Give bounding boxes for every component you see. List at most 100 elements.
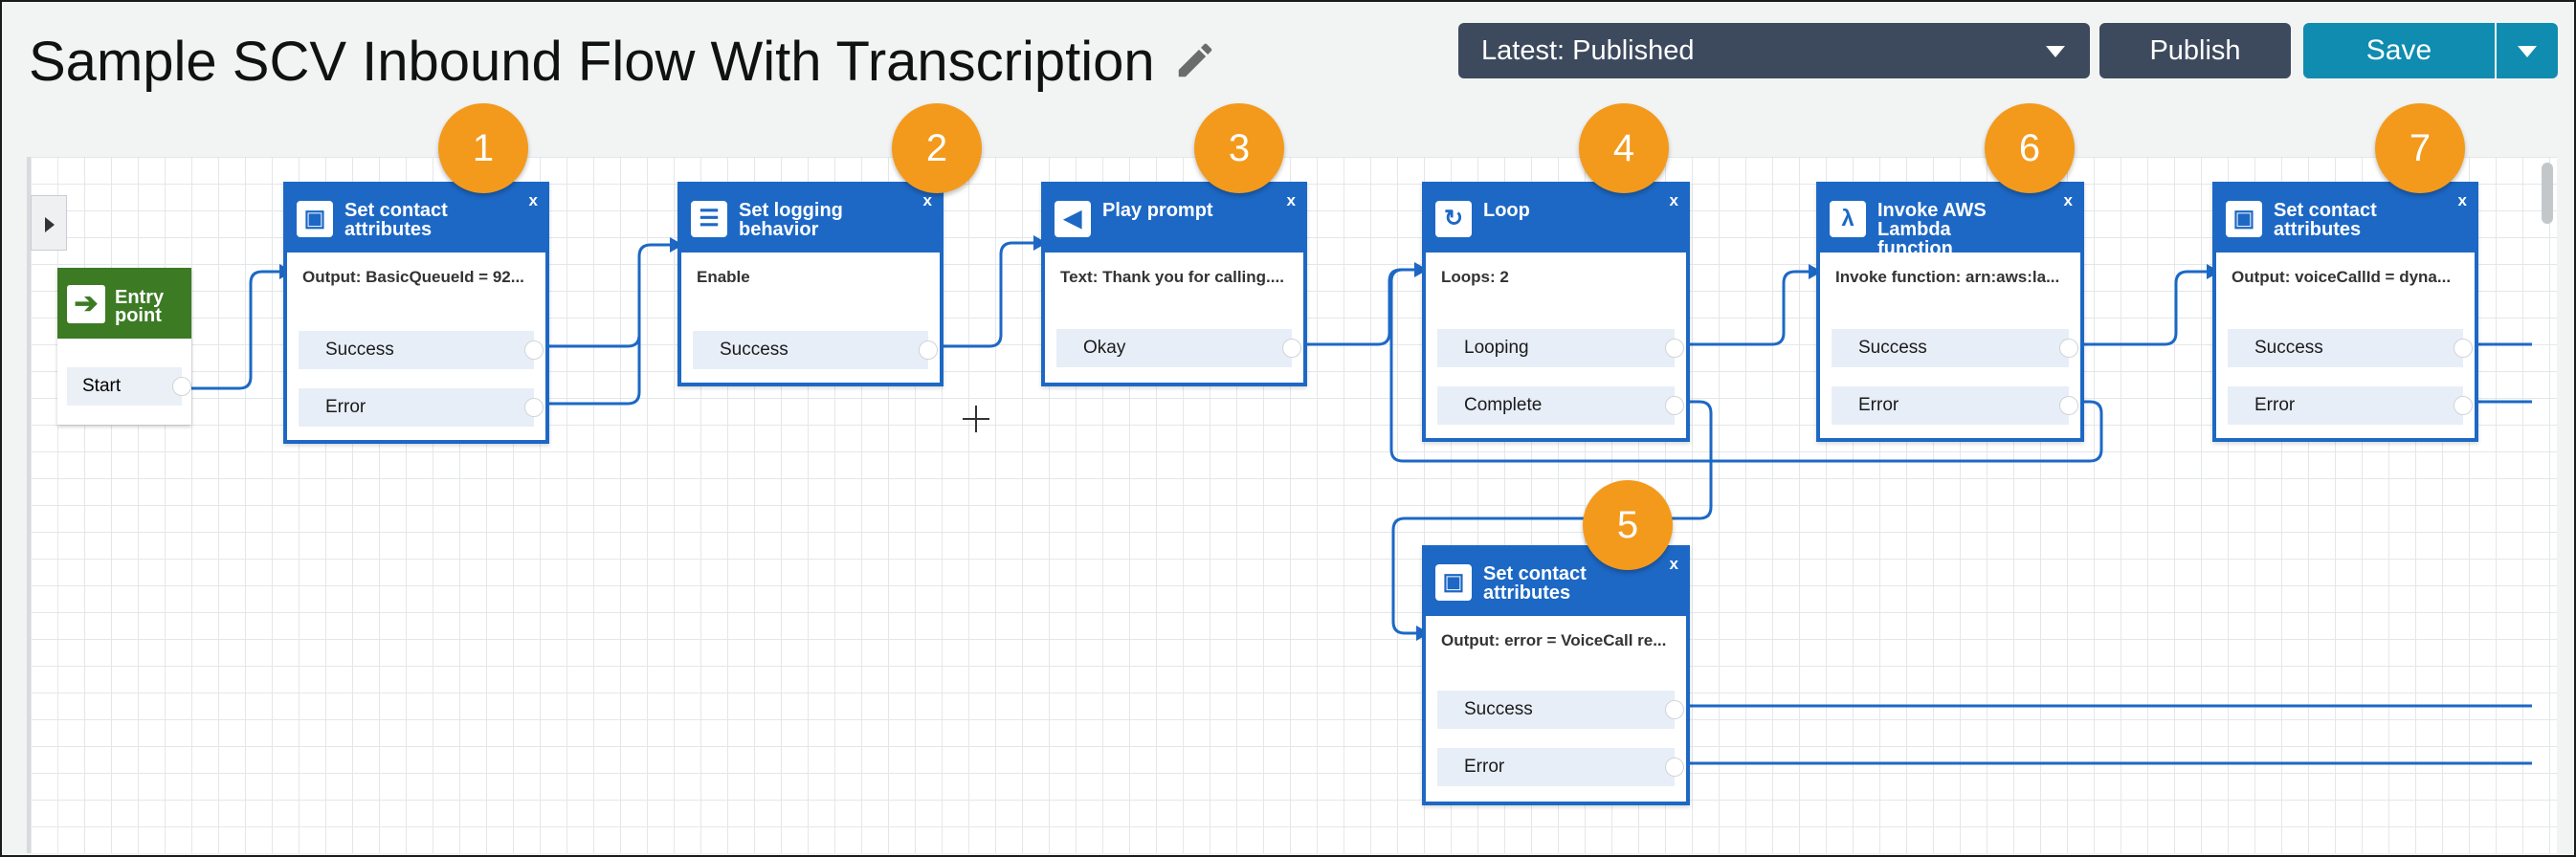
save-button[interactable]: Save [2303,23,2495,78]
connector-4-looping [1686,270,1809,346]
branch-label: Okay [1083,338,1126,358]
save-options-button[interactable] [2497,23,2558,78]
step-badge: 2 [892,103,982,193]
branch-error[interactable]: Error [2228,386,2473,425]
block-title-line1: Invoke AWS Lambda [1877,200,1987,240]
branch-label: Error [2254,395,2296,415]
block-set-logging-behavior[interactable]: ☰ Set logging behavior x Enable Success [677,182,944,386]
branch-label: Success [325,340,394,360]
entry-point-header: ➔ Entry point [57,268,191,339]
logging-icon: ☰ [691,201,727,237]
block-play-prompt[interactable]: ◀ Play prompt x Text: Thank you for call… [1041,182,1307,386]
block-loop[interactable]: ↻ Loop x Loops: 2 Looping Complete [1422,182,1690,442]
branch-label: Success [2254,338,2323,358]
connector-handle[interactable] [1665,339,1684,358]
version-select[interactable]: Latest: Published [1458,23,2090,78]
connector-handle[interactable] [524,398,544,417]
contact-attributes-icon: ▣ [1435,564,1472,601]
block-title-line2: attributes [1483,582,1571,604]
chevron-down-icon [2046,46,2065,57]
publish-button[interactable]: Publish [2099,23,2291,78]
chevron-right-icon [45,217,55,232]
contact-attributes-icon: ▣ [297,201,333,237]
connector-handle[interactable] [524,341,544,360]
connector-handle[interactable] [2059,396,2078,415]
connector-handle[interactable] [919,341,938,360]
close-icon[interactable]: x [528,191,538,209]
step-badge: 4 [1579,103,1669,193]
panel-toggle[interactable] [31,195,67,251]
branch-success[interactable]: Success [299,331,544,369]
page-title: Sample SCV Inbound Flow With Transcripti… [29,31,1155,93]
block-summary: Loops: 2 [1441,268,1509,286]
close-icon[interactable]: x [1669,555,1678,573]
connector-handle[interactable] [1282,339,1301,358]
contact-attributes-icon: ▣ [2226,201,2262,237]
vertical-scrollbar[interactable] [2542,163,2553,224]
block-summary: Invoke function: arn:aws:la... [1835,268,2060,286]
close-icon[interactable]: x [1669,191,1678,209]
connector-handle[interactable] [2454,339,2473,358]
connector-handle[interactable] [1665,396,1684,415]
close-icon[interactable]: x [2457,191,2467,209]
block-summary: Text: Thank you for calling.... [1060,268,1284,286]
branch-success[interactable]: Success [1832,329,2078,367]
entry-point-block[interactable]: ➔ Entry point Start [57,268,191,425]
branch-success[interactable]: Success [693,331,938,369]
branch-label: Error [1858,395,1899,415]
branch-label: Success [1858,338,1927,358]
branch-looping[interactable]: Looping [1437,329,1684,367]
branch-success[interactable]: Success [1437,691,1684,729]
block-header: ☰ Set logging behavior x [681,186,940,253]
step-badge: 5 [1583,480,1673,570]
block-summary: Output: error = VoiceCall re... [1441,631,1667,649]
arrowhead [1033,235,1047,251]
connector-start-to-1 [191,270,279,390]
block-title-line2: attributes [2274,219,2362,240]
crosshair-cursor-icon [963,406,989,432]
block-title: Loop [1483,200,1530,221]
connector-handle[interactable] [1665,758,1684,777]
speaker-icon: ◀ [1055,201,1091,237]
step-badge: 7 [2375,103,2465,193]
branch-complete[interactable]: Complete [1437,386,1684,425]
start-branch-label: Start [82,376,122,396]
connector-3-okay [1303,268,1414,346]
branch-error[interactable]: Error [1832,386,2078,425]
arrowhead [1414,262,1428,277]
connector-handle[interactable] [172,377,191,396]
close-icon[interactable]: x [2063,191,2073,209]
connector-handle[interactable] [2454,396,2473,415]
block-summary: Output: voiceCallId = dyna... [2232,268,2452,286]
connector-handle[interactable] [1665,700,1684,719]
arrow-right-icon: ➔ [67,285,105,323]
step-badge: 1 [438,103,528,193]
close-icon[interactable]: x [922,191,932,209]
branch-label: Complete [1464,395,1543,415]
connector-handle[interactable] [2059,339,2078,358]
branch-label: Error [325,397,366,417]
branch-error[interactable]: Error [1437,748,1684,786]
branch-success[interactable]: Success [2228,329,2473,367]
connector-6-success [2080,270,2207,346]
block-title: Set logging behavior [739,200,843,240]
branch-okay[interactable]: Okay [1056,329,1301,367]
loop-icon: ↻ [1435,201,1472,237]
branch-error[interactable]: Error [299,388,544,427]
close-icon[interactable]: x [1286,191,1296,209]
edit-pencil-icon[interactable] [1173,38,1217,82]
start-branch[interactable]: Start [67,367,191,406]
block-title: Play prompt [1102,200,1213,221]
